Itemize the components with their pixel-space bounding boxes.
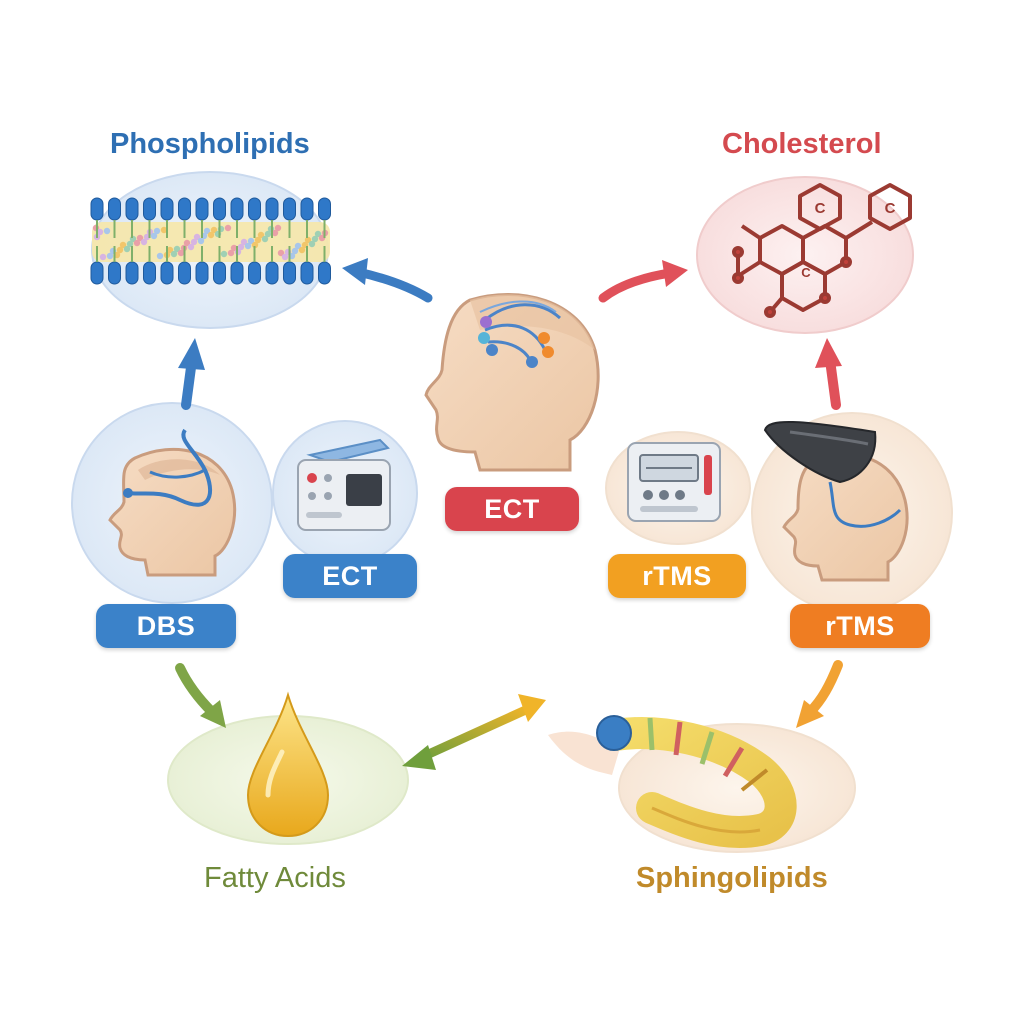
inner-rtms-pill: rTMS xyxy=(608,554,746,598)
arrow-dbs-to-phospholipids xyxy=(178,338,205,410)
cholesterol-ring-label: C xyxy=(885,200,896,217)
arrow-fatty-acids-sphingolipids-bidirectional xyxy=(402,694,546,770)
dbs-pill: DBS xyxy=(96,604,236,648)
rtms-head-icon xyxy=(763,420,909,582)
arrow-dbs-to-fatty-acids xyxy=(175,663,226,728)
cholesterol-node: C C C xyxy=(696,176,914,334)
arrow-rtms-to-cholesterol xyxy=(815,338,842,410)
dbs-lead-icon xyxy=(127,428,213,507)
dbs-head-icon xyxy=(108,428,237,577)
center-ect-pill: ECT xyxy=(445,487,579,531)
tms-coil-icon xyxy=(763,420,877,484)
phospholipids-title: Phospholipids xyxy=(110,128,310,160)
center-head-icon xyxy=(424,292,600,472)
outer-rtms-pill: rTMS xyxy=(790,604,930,648)
rtms-machine-icon xyxy=(627,442,721,522)
rtms-node xyxy=(751,412,953,614)
fatty-acids-node xyxy=(167,691,409,845)
ect-node xyxy=(272,420,418,566)
phospholipids-node xyxy=(90,171,331,329)
ect-machine-icon xyxy=(297,438,391,531)
cholesterol-title: Cholesterol xyxy=(722,128,882,160)
left-ect-pill: ECT xyxy=(283,554,417,598)
eeg-electrodes-icon xyxy=(478,300,562,368)
cholesterol-molecule-icon xyxy=(732,183,912,318)
phospholipid-bilayer-icon xyxy=(90,197,331,285)
arrow-center-to-cholesterol xyxy=(598,260,688,303)
dbs-node xyxy=(71,402,273,604)
fatty-acids-title: Fatty Acids xyxy=(204,862,346,894)
arrow-rtms-to-sphingolipids xyxy=(796,660,843,728)
arrow-center-to-phospholipids xyxy=(342,258,433,303)
rtms-machine-node xyxy=(605,431,751,545)
sphingolipids-node xyxy=(548,715,856,853)
oil-drop-icon xyxy=(246,691,330,838)
cholesterol-ring-label: C xyxy=(815,200,826,217)
cholesterol-ring-label: C xyxy=(801,265,811,280)
sphingolipids-title: Sphingolipids xyxy=(636,862,828,894)
sphingolipid-chain-icon xyxy=(596,715,797,848)
